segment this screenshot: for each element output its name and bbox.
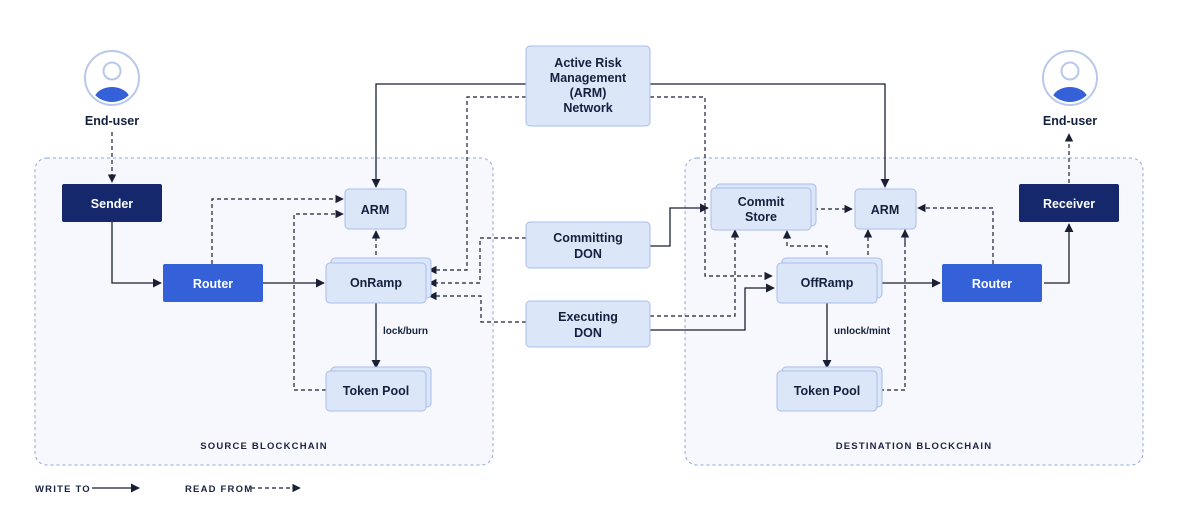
arm-network-label-3: (ARM) xyxy=(570,86,607,100)
commit-store-label-2: Store xyxy=(745,210,777,224)
arm-src-box xyxy=(344,188,407,230)
committing-don-label-2: DON xyxy=(574,247,602,261)
edge-commitdon-commitstore xyxy=(650,203,709,247)
token-pool-dst-label: Token Pool xyxy=(794,384,860,398)
sender-label: Sender xyxy=(91,197,134,211)
edge-armnet-onramp xyxy=(428,96,526,275)
edge-offramp-commitstore xyxy=(782,230,828,262)
token-pool-src-box xyxy=(325,370,427,412)
offramp-label: OffRamp xyxy=(801,276,854,290)
source-region-label: SOURCE BLOCKCHAIN xyxy=(200,441,328,452)
onramp-label: OnRamp xyxy=(350,276,402,290)
receiver-label: Receiver xyxy=(1043,197,1095,211)
committing-don-box xyxy=(525,221,651,269)
token-pool-dst-box xyxy=(776,370,878,412)
arm-dst-box xyxy=(854,188,917,230)
unlock-mint-label: unlock/mint xyxy=(834,326,891,337)
end-user-left-icon xyxy=(84,50,140,106)
edge-commitdon-onramp xyxy=(428,237,526,288)
sender-box xyxy=(62,184,162,222)
edge-routerdst-arm xyxy=(917,203,994,264)
receiver-box xyxy=(1019,184,1119,222)
arm-dst-label: ARM xyxy=(871,203,899,217)
edge-sender-router xyxy=(111,222,162,288)
end-user-right-label: End-user xyxy=(1043,114,1097,128)
destination-region-label: DESTINATION BLOCKCHAIN xyxy=(836,441,993,452)
edge-execdon-onramp xyxy=(428,291,526,323)
router-src-label: Router xyxy=(193,277,233,291)
onramp-box xyxy=(325,262,427,304)
edge-execdon-commitstore xyxy=(650,229,740,317)
router-dst-label: Router xyxy=(972,277,1012,291)
edge-armnet-armdst xyxy=(650,83,890,188)
arm-network-label-4: Network xyxy=(563,101,612,115)
end-user-right-icon xyxy=(1042,50,1098,106)
committing-don-label-1: Committing xyxy=(553,231,622,245)
commit-store-box xyxy=(710,187,812,231)
end-user-left-label: End-user xyxy=(85,114,139,128)
arm-network-label-1: Active Risk xyxy=(554,56,621,70)
lock-burn-label: lock/burn xyxy=(383,326,428,337)
token-pool-src-label: Token Pool xyxy=(343,384,409,398)
executing-don-box xyxy=(525,300,651,348)
edge-armnet-armsrc xyxy=(371,83,526,188)
executing-don-label-2: DON xyxy=(574,326,602,340)
edge-router-arm xyxy=(211,194,344,264)
router-dst-box xyxy=(942,264,1042,302)
router-src-box xyxy=(163,264,263,302)
executing-don-label-1: Executing xyxy=(558,310,618,324)
arm-network-box xyxy=(525,45,651,127)
arm-network-label-2: Management xyxy=(550,71,627,85)
edge-tokenpool-arm xyxy=(293,209,344,391)
edge-armnet-offramp xyxy=(650,96,773,281)
legend-read-from-label: READ FROM xyxy=(185,484,253,495)
edge-routerdst-receiver xyxy=(1044,223,1074,284)
legend-write-to-label: WRITE TO xyxy=(35,484,91,495)
commit-store-label-1: Commit xyxy=(738,195,785,209)
offramp-box xyxy=(776,262,878,304)
edge-execdon-offramp xyxy=(650,283,775,331)
arm-src-label: ARM xyxy=(361,203,389,217)
